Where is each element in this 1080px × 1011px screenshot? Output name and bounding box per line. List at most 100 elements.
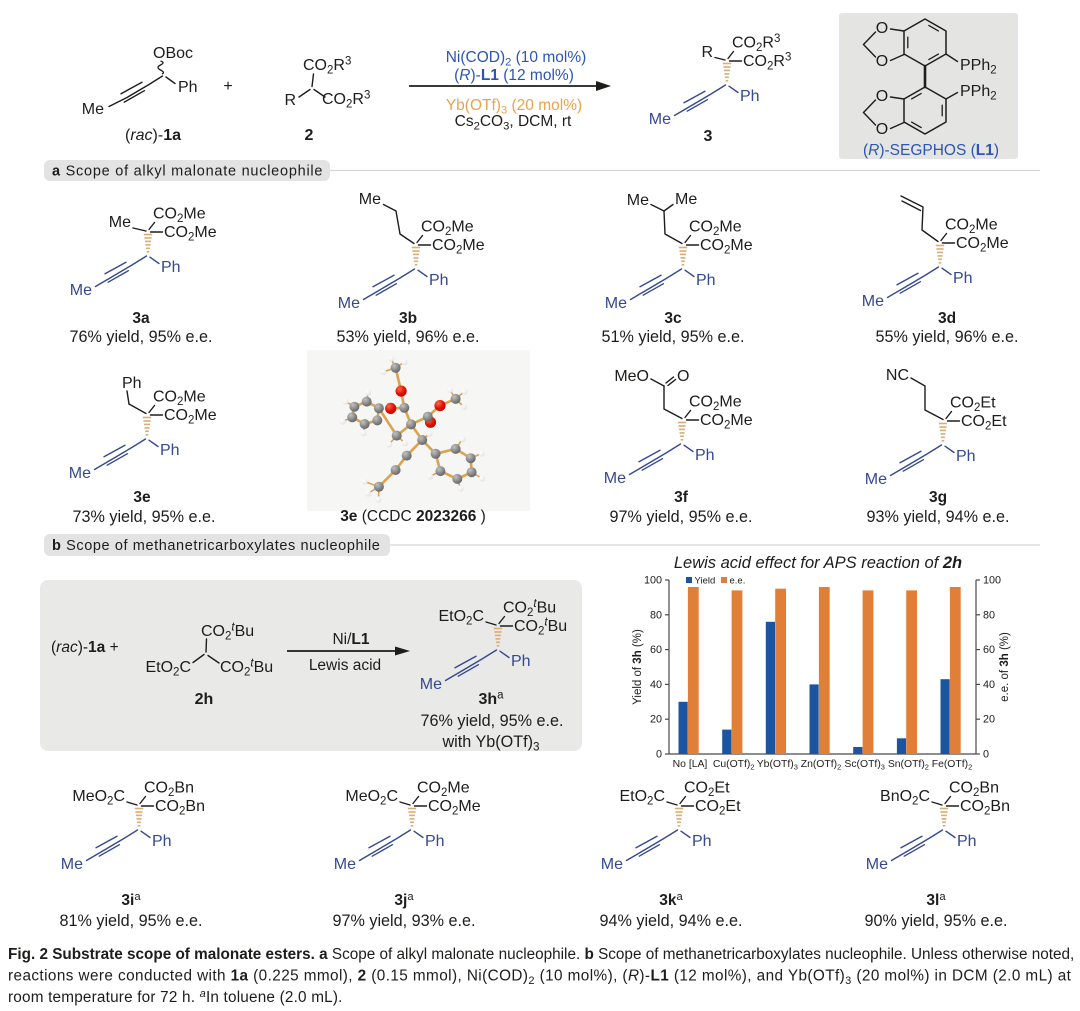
svg-text:EtO2C: EtO2C [619,788,665,808]
svg-text:73% yield, 95% e.e.: 73% yield, 95% e.e. [72,508,215,526]
svg-text:3g: 3g [929,489,947,506]
svg-text:80: 80 [650,609,662,621]
svg-text:Lewis acid: Lewis acid [309,657,381,674]
svg-text:Ph: Ph [178,79,198,96]
svg-text:MeO2C: MeO2C [345,788,398,808]
svg-text:Me: Me [865,471,887,488]
svg-text:2: 2 [305,127,314,144]
svg-text:97% yield, 95% e.e.: 97% yield, 95% e.e. [609,508,752,526]
svg-text:Ph: Ph [161,259,181,276]
svg-text:+: + [223,78,232,95]
svg-text:R: R [284,92,296,109]
svg-text:MeO: MeO [614,368,649,385]
svg-text:53% yield, 96% e.e.: 53% yield, 96% e.e. [336,328,479,346]
svg-text:Me: Me [862,293,884,310]
svg-text:81% yield, 95% e.e.: 81% yield, 95% e.e. [59,912,202,930]
svg-text:0: 0 [983,749,989,761]
svg-text:90% yield, 95% e.e.: 90% yield, 95% e.e. [864,912,1007,930]
svg-text:Ni/L1: Ni/L1 [332,631,369,648]
svg-text:Cs2CO3, DCM, rt: Cs2CO3, DCM, rt [455,113,572,132]
svg-text:CO2Et: CO2Et [684,780,730,800]
svg-text:Lewis acid effect for APS reac: Lewis acid effect for APS reaction of 2h [674,554,962,572]
svg-text:Me: Me [627,192,649,209]
svg-text:MeO2C: MeO2C [72,788,125,808]
svg-text:0: 0 [656,749,662,761]
svg-text:3c: 3c [664,310,682,327]
svg-text:3b: 3b [399,310,417,327]
svg-text:BnO2C: BnO2C [880,788,930,808]
svg-text:60: 60 [650,644,662,656]
svg-text:Cu(OTf)2: Cu(OTf)2 [713,759,755,771]
svg-text:(rac)-1a: (rac)-1a [125,127,181,144]
svg-text:Ph: Ph [695,447,715,464]
svg-text:Sc(OTf)3: Sc(OTf)3 [844,759,885,771]
svg-text:Me: Me [359,191,381,208]
svg-text:Me: Me [604,470,626,487]
svg-text:OBoc: OBoc [153,45,193,62]
svg-text:60: 60 [983,644,995,656]
svg-text:Me: Me [605,295,627,312]
svg-text:Yb(OTf)3: Yb(OTf)3 [757,759,798,771]
svg-text:20: 20 [650,714,662,726]
svg-text:94% yield, 94% e.e.: 94% yield, 94% e.e. [599,912,742,930]
svg-text:CO2Et: CO2Et [950,395,996,415]
svg-text:room temperature for 72 h. aIn: room temperature for 72 h. aIn toluene (… [8,988,343,1006]
svg-text:EtO2C: EtO2C [145,659,191,679]
svg-text:O: O [876,88,888,105]
svg-text:Me: Me [61,856,83,873]
svg-text:Me: Me [338,295,360,312]
svg-text:Me: Me [69,465,91,482]
svg-text:Me: Me [82,101,104,118]
svg-text:76% yield, 95% e.e.: 76% yield, 95% e.e. [69,328,212,346]
svg-text:Ph: Ph [429,272,449,289]
svg-text:40: 40 [650,679,662,691]
svg-text:Ph: Ph [425,833,445,850]
svg-text:CO2Et: CO2Et [695,798,741,818]
svg-text:Ph: Ph [692,833,712,850]
svg-text:55% yield, 96% e.e.: 55% yield, 96% e.e. [875,328,1018,346]
svg-text:3a: 3a [132,310,150,327]
svg-text:Me: Me [334,856,356,873]
svg-text:80: 80 [983,609,995,621]
svg-text:Ph: Ph [122,375,142,392]
svg-text:93% yield, 94% e.e.: 93% yield, 94% e.e. [866,508,1009,526]
svg-text:3f: 3f [674,489,689,506]
svg-text:Sn(OTf)2: Sn(OTf)2 [888,759,929,771]
svg-text:a Scope of alkyl malonate nucl: a Scope of alkyl malonate nucleophile [52,164,323,180]
svg-text:Yield: Yield [695,576,716,587]
svg-text:EtO2C: EtO2C [438,608,484,628]
svg-text:O: O [677,368,689,385]
svg-text:Ph: Ph [957,833,977,850]
svg-text:e.e.: e.e. [730,576,746,587]
svg-text:NC: NC [886,367,909,384]
svg-text:97% yield, 93% e.e.: 97% yield, 93% e.e. [332,912,475,930]
svg-text:Ph: Ph [160,442,180,459]
svg-text:Ni(COD)2 (10 mol%): Ni(COD)2 (10 mol%) [446,49,587,68]
svg-text:3e (CCDC 2023266 ): 3e (CCDC 2023266 ) [340,508,486,525]
svg-text:Yield of 3h (%): Yield of 3h (%) [632,629,644,705]
svg-text:Me: Me [866,856,888,873]
svg-text:Fig. 2 Substrate scope of malo: Fig. 2 Substrate scope of malonate ester… [8,946,1074,963]
svg-text:(rac)-1a +: (rac)-1a + [51,639,119,656]
svg-text:100: 100 [983,575,1001,587]
svg-text:e.e. of 3h (%): e.e. of 3h (%) [999,632,1011,702]
svg-text:Ph: Ph [511,653,531,670]
svg-text:3: 3 [704,128,713,145]
svg-text:Zn(OTf)2: Zn(OTf)2 [801,759,842,771]
svg-text:Me: Me [649,111,671,128]
svg-text:(R)-SEGPHOS (L1): (R)-SEGPHOS (L1) [863,142,999,159]
svg-text:Fe(OTf)2: Fe(OTf)2 [932,759,973,771]
svg-text:100: 100 [644,575,662,587]
svg-text:76% yield, 95% e.e.: 76% yield, 95% e.e. [420,712,563,730]
svg-text:3e: 3e [133,489,151,506]
svg-text:O: O [876,121,888,138]
svg-text:51% yield, 95% e.e.: 51% yield, 95% e.e. [601,328,744,346]
svg-text:Me: Me [70,282,92,299]
svg-text:Ph: Ph [956,448,976,465]
svg-text:Me: Me [109,214,131,231]
svg-text:O: O [876,53,888,70]
svg-text:Ph: Ph [953,270,973,287]
svg-text:O: O [876,20,888,37]
svg-text:Ph: Ph [740,88,760,105]
svg-text:CO2Et: CO2Et [961,413,1007,433]
